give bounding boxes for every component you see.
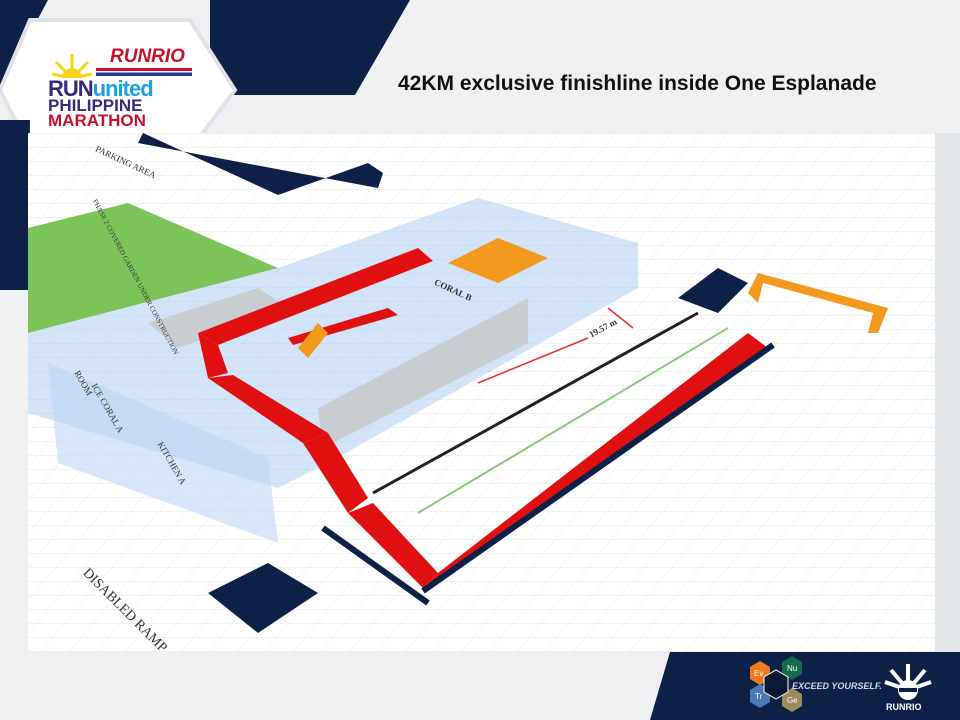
red-carpet-route (198, 248, 768, 588)
phase2-area (28, 203, 278, 333)
svg-text:Nu: Nu (787, 664, 797, 673)
footer-runrio: RUNRIO (886, 702, 922, 712)
finish-arch (748, 273, 888, 333)
svg-text:Ev: Ev (754, 669, 763, 678)
finish-line-layout-render: PARKING AREA PHASE 2 COVERED GARDEN UNDE… (28, 133, 935, 652)
layout-diagram (28, 133, 935, 652)
logo-philippine: PHILIPPINE (48, 96, 143, 115)
tent-bottom (208, 563, 318, 633)
footer-bar: Ev Nu Tr Ge (678, 652, 960, 720)
slide-title: 42KM exclusive finishline inside One Esp… (398, 72, 877, 95)
hex-logo-cluster: Ev Nu Tr Ge (750, 656, 802, 712)
sun-icon (52, 54, 92, 78)
logo-marathon: MARATHON (48, 111, 146, 130)
barrier-wall (318, 298, 528, 448)
runrio-sun-icon (884, 664, 932, 700)
logo-stripes (96, 68, 192, 76)
tent-right (678, 268, 748, 313)
logo-brand: RUNRIO (110, 46, 185, 67)
logo-run: RUNunited (48, 76, 154, 101)
svg-text:Ge: Ge (787, 696, 798, 705)
top-banner-wall (138, 133, 383, 195)
svg-text:Tr: Tr (755, 692, 763, 701)
footer-tagline: EXCEED YOURSELF. (792, 681, 882, 691)
runrio-logo: RUNRIO RUNunited PHILIPPINE MARATHON (48, 44, 198, 130)
